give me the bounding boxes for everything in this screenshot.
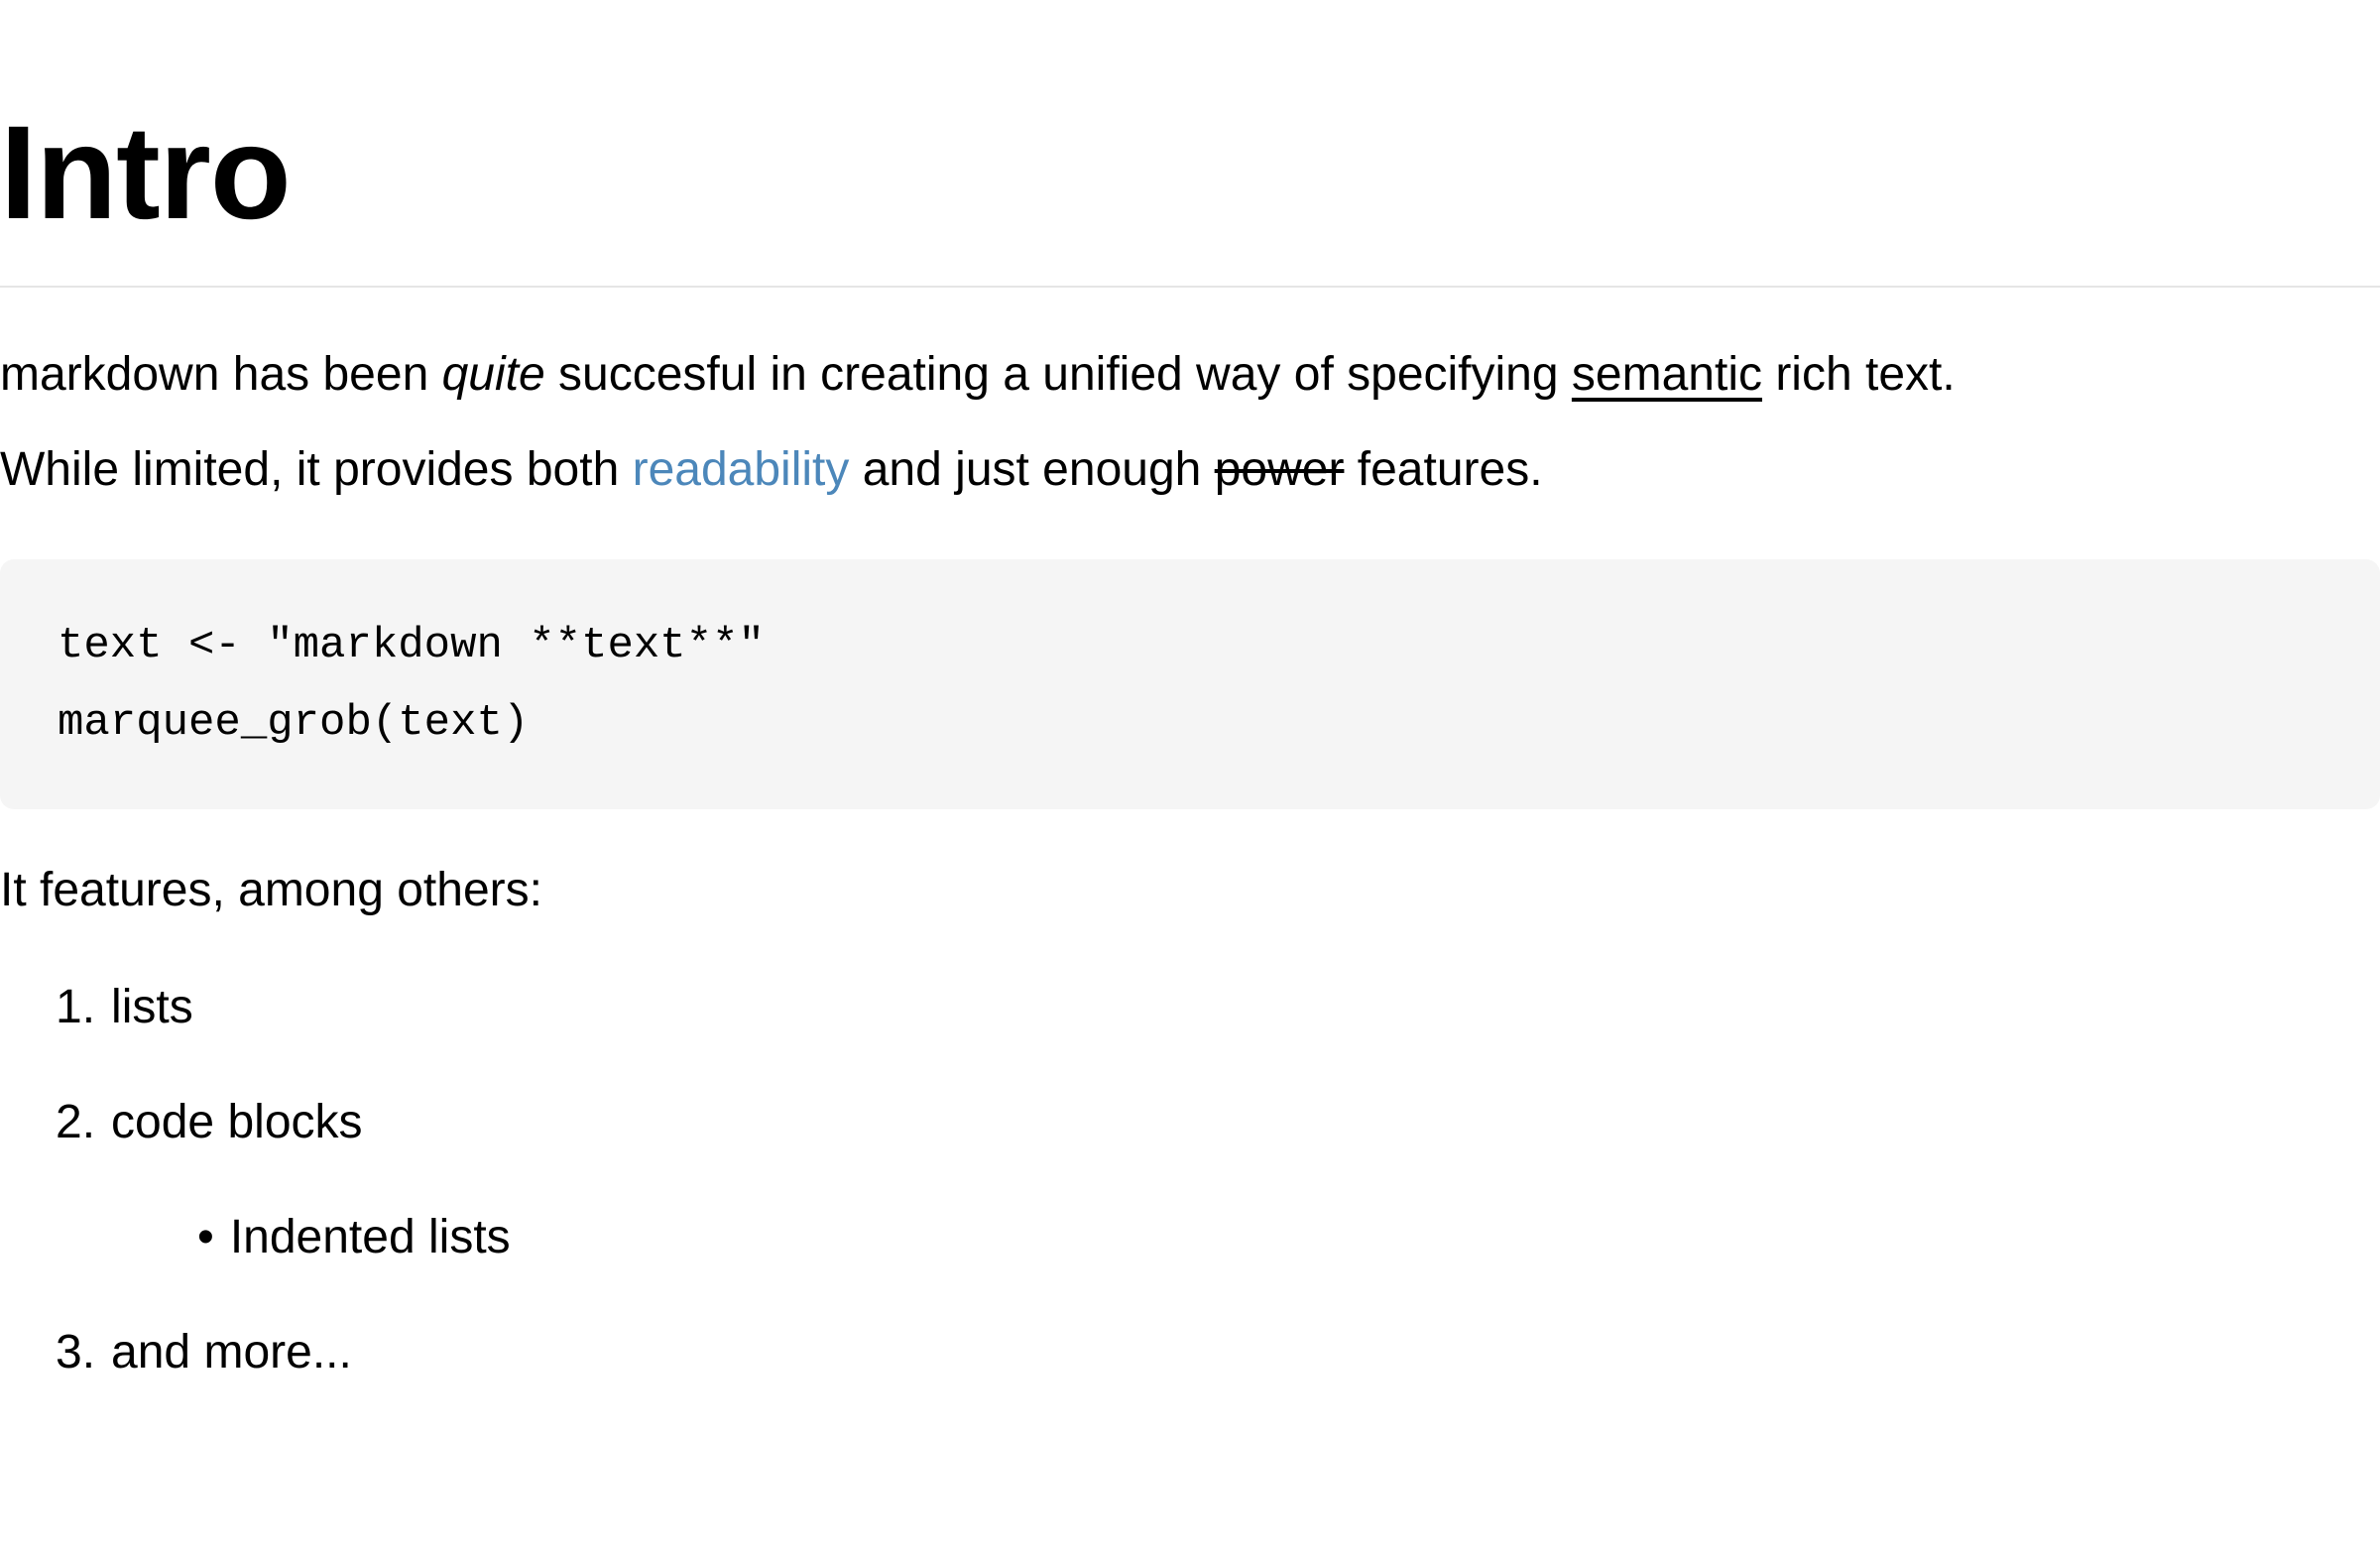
document: Intro markdown has been quite succesful … bbox=[0, 87, 2380, 1557]
intro-paragraph: markdown has been quite succesful in cre… bbox=[0, 327, 2380, 518]
list-item-text: Indented lists bbox=[229, 1211, 511, 1264]
list-item: 2. code blocks bbox=[0, 1075, 2380, 1170]
list-item-text: lists bbox=[111, 981, 193, 1034]
readability-link[interactable]: readability bbox=[632, 443, 850, 497]
list-item-text: code blocks bbox=[111, 1096, 363, 1149]
paragraph-line: markdown has been quite succesful in cre… bbox=[0, 327, 2380, 422]
ordered-list: 1. lists 2. code blocks • Indented lists 3. and… bbox=[0, 960, 2380, 1400]
list-item: 3. and more... bbox=[0, 1305, 2380, 1400]
code-line: text <- "markdown **text**" bbox=[58, 621, 765, 671]
code-block: text <- "markdown **text**" marquee_grob(… bbox=[0, 559, 2380, 810]
bullet-icon: • bbox=[197, 1211, 214, 1264]
normal-text: features. bbox=[1344, 443, 1543, 497]
normal-text: rich text. bbox=[1761, 348, 1956, 402]
code-line: marquee_grob(text) bbox=[58, 698, 530, 749]
heading-divider bbox=[0, 286, 2380, 289]
page-title: Intro bbox=[0, 99, 292, 247]
list-number: 1. bbox=[56, 981, 96, 1034]
normal-text: markdown has been bbox=[0, 348, 442, 402]
list-number: 2. bbox=[56, 1096, 96, 1149]
list-item-text: and more... bbox=[111, 1326, 352, 1379]
underline-text: semantic bbox=[1571, 348, 1762, 402]
paragraph-line: While limited, it provides both readabil… bbox=[0, 422, 2380, 518]
normal-text: succesful in creating a unified way of s… bbox=[544, 348, 1572, 402]
list-item: • Indented lists bbox=[0, 1190, 2380, 1285]
italic-text: quite bbox=[441, 348, 545, 402]
list-item: 1. lists bbox=[0, 960, 2380, 1055]
normal-text: While limited, it provides both bbox=[0, 443, 633, 497]
list-intro-text: It features, among others: bbox=[0, 864, 542, 917]
strikethrough-text: power bbox=[1214, 443, 1345, 497]
list-number: 3. bbox=[56, 1326, 96, 1379]
normal-text: and just enough bbox=[849, 443, 1215, 497]
